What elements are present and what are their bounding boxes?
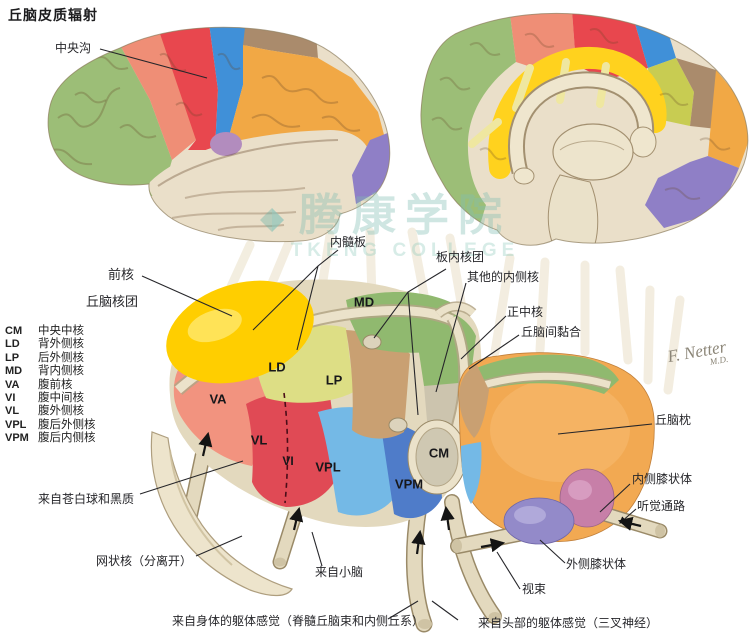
legend-name: 腹中间核 xyxy=(38,391,84,404)
legend-name: 腹后外侧核 xyxy=(38,418,96,431)
legend-name: 背外侧核 xyxy=(38,338,84,351)
region-vl-vi xyxy=(246,391,340,507)
nucleus-label-ld: LD xyxy=(268,359,286,375)
label-reticular-nucleus: 网状核（分离开） xyxy=(96,554,193,568)
legend-row: LD 背外侧核 xyxy=(5,335,96,351)
legend-row: VI 腹中间核 xyxy=(5,389,96,404)
legend-row: VL 腹外侧核 xyxy=(5,402,96,418)
label-other-medial-nuclei: 其他的内侧核 xyxy=(467,270,540,284)
leader-lines xyxy=(99,48,653,621)
legend-abbr: MD xyxy=(5,365,23,378)
legend-row: MD 背内侧核 xyxy=(5,362,96,378)
label-somatic-body: 来自身体的躯体感觉（脊髓丘脑束和内侧丘系） xyxy=(172,614,425,628)
region-lp xyxy=(346,330,410,439)
reticular-nucleus-shape xyxy=(150,431,293,597)
label-pulvinar: 丘脑枕 xyxy=(655,413,692,427)
legend-name: 腹外侧核 xyxy=(38,405,84,418)
label-internal-medullary-lamina: 内髓板 xyxy=(330,235,367,249)
nucleus-label-vpm: VPM xyxy=(394,476,424,492)
legend-abbr: VI xyxy=(5,391,16,404)
label-lateral-geniculate: 外侧膝状体 xyxy=(566,557,627,571)
label-optic-tract: 视束 xyxy=(522,582,547,596)
corona-radiata-streaks xyxy=(220,227,685,395)
watermark-logo xyxy=(260,208,284,232)
legend-name: 中央中核 xyxy=(38,325,84,337)
legend-abbr: VPL xyxy=(5,418,27,431)
nucleus-label-vl: VL xyxy=(250,432,268,448)
legend-name: 腹前核 xyxy=(38,378,73,391)
label-auditory-pathway: 听觉通路 xyxy=(637,499,686,513)
brain-medial-view xyxy=(420,12,749,246)
legend-abbr: VL xyxy=(5,405,20,418)
legend-name: 后外侧核 xyxy=(38,351,84,364)
intralaminar-nucleus-oval xyxy=(388,417,408,433)
legend-row: LP 后外侧核 xyxy=(5,349,96,364)
vi-dashed-boundary xyxy=(283,392,289,504)
label-from-cerebellum: 来自小脑 xyxy=(315,565,364,579)
label-somatic-head: 来自头部的躯体感觉（三叉神经） xyxy=(478,616,659,630)
label-interthalamic-adhesion: 丘脑间黏合 xyxy=(521,325,582,339)
nucleus-label-md: MD xyxy=(353,294,375,310)
page-title: 丘脑皮质辐射 xyxy=(8,9,98,24)
label-medial-geniculate: 内侧膝状体 xyxy=(632,472,693,486)
abbreviation-legend: CM 中央中核 LD 背外侧核 LP 后外侧核 MD 背内侧核 VA 腹前核 VI 腹中间核… xyxy=(5,322,96,445)
nucleus-label-lp: LP xyxy=(325,372,343,388)
label-thalamic-nuclei: 丘脑核团 xyxy=(86,294,139,309)
legend-abbr: VPM xyxy=(5,432,29,445)
legend-name: 腹后内侧核 xyxy=(38,432,96,445)
legend-name: 背内侧核 xyxy=(38,365,84,378)
intralaminar-nucleus-oval xyxy=(362,334,382,350)
legend-row: VPL 腹后外侧核 xyxy=(5,416,96,431)
thalamus-body xyxy=(166,279,482,528)
legend-row: VA 腹前核 xyxy=(5,376,96,391)
legend-row: VPM 腹后内侧核 xyxy=(5,429,96,445)
pulvinar-piece xyxy=(450,352,668,554)
nucleus-label-vi: VI xyxy=(282,454,294,468)
thalamus-exploded-view xyxy=(150,279,668,633)
legend-abbr: CM xyxy=(5,325,23,337)
label-midline-nuclei: 正中核 xyxy=(507,305,544,319)
label-central-sulcus: 中央沟 xyxy=(55,41,92,55)
label-anterior-nucleus: 前核 xyxy=(108,267,135,282)
legend-abbr: LP xyxy=(5,351,20,364)
nucleus-label-vpl: VPL xyxy=(315,459,341,475)
label-intralaminar-nuclei: 板内核团 xyxy=(436,250,485,264)
label-from-pallidum: 来自苍白球和黑质 xyxy=(38,492,135,506)
legend-abbr: VA xyxy=(5,378,20,391)
legend-abbr: LD xyxy=(5,338,20,351)
nucleus-label-cm: CM xyxy=(428,445,450,461)
legend-row: CM 中央中核 xyxy=(5,322,96,337)
nucleus-label-va: VA xyxy=(209,391,227,407)
